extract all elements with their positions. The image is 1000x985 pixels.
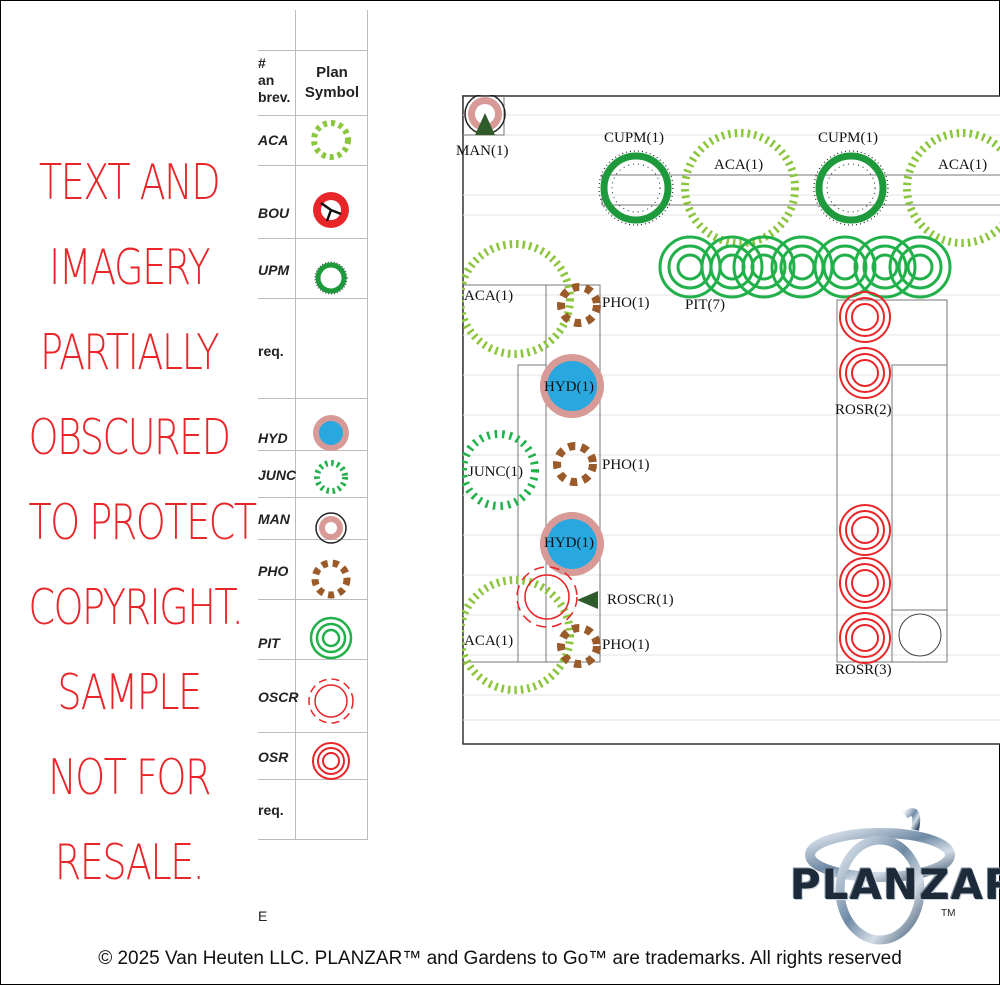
junc-symbol bbox=[462, 430, 539, 510]
legend-abbr: JUNC bbox=[258, 467, 297, 483]
legend-row-req2: req. bbox=[258, 779, 368, 840]
label-pho: PHO(1) bbox=[602, 457, 650, 473]
legend-row-bou: BOU bbox=[258, 165, 368, 239]
legend-abbr: ACA bbox=[258, 132, 289, 148]
label-aca: ACA(1) bbox=[714, 157, 764, 173]
copyright-watermark: TEXT AND IMAGERY PARTIALLY OBSCURED TO P… bbox=[28, 140, 257, 905]
legend-abbr: req. bbox=[258, 802, 284, 818]
legend-stray-text: E bbox=[258, 908, 268, 924]
legend-abbr: req. bbox=[258, 343, 284, 359]
bou-icon bbox=[313, 192, 349, 228]
header-line: Plan bbox=[316, 64, 348, 81]
planzar-logo: PLANZAR TM bbox=[785, 805, 1000, 945]
logo-text: PLANZAR bbox=[790, 860, 1000, 909]
rosr-icon bbox=[312, 742, 350, 780]
legend-abbr: BOU bbox=[258, 205, 290, 221]
header-line: # bbox=[258, 55, 266, 71]
header-line: an bbox=[258, 72, 275, 88]
watermark-line: NOT FOR bbox=[48, 749, 211, 806]
label-aca: ACA(1) bbox=[464, 288, 514, 304]
label-pho: PHO(1) bbox=[602, 295, 650, 311]
label-pho: PHO(1) bbox=[602, 637, 650, 653]
hyd-symbol bbox=[540, 354, 604, 576]
legend-abbr: PIT bbox=[258, 635, 280, 651]
hyd-icon bbox=[313, 415, 349, 451]
legend-divider bbox=[295, 10, 296, 840]
legend-row-aca: ACA bbox=[258, 115, 368, 166]
legend-row-junc: JUNC bbox=[258, 450, 368, 498]
man-symbol bbox=[464, 95, 506, 135]
roscr-icon bbox=[308, 678, 354, 724]
legend-border bbox=[367, 10, 368, 840]
watermark-line: PARTIALLY bbox=[39, 324, 220, 381]
copyright-footer: © 2025 Van Heuten LLC. PLANZAR™ and Gard… bbox=[98, 948, 902, 969]
label-hyd: HYD(1) bbox=[544, 535, 594, 551]
pho-icon bbox=[311, 559, 351, 599]
watermark-line: SAMPLE bbox=[57, 664, 202, 721]
pho-symbol bbox=[553, 283, 601, 668]
cupm-symbol bbox=[813, 150, 889, 226]
label-man: MAN(1) bbox=[456, 143, 509, 159]
pit-icon bbox=[309, 616, 353, 660]
garden-plan: MAN(1) CUPM(1) CUPM(1) ACA(1) ACA(1) ACA… bbox=[456, 95, 1000, 745]
watermark-line: RESALE. bbox=[54, 834, 205, 891]
label-pit: PIT(7) bbox=[685, 297, 725, 313]
label-roscr: ROSCR(1) bbox=[607, 592, 674, 608]
legend-row-line bbox=[258, 115, 368, 116]
legend-abbr: MAN bbox=[258, 511, 290, 527]
legend-abbr: PHO bbox=[258, 563, 289, 579]
legend-row-pit: PIT bbox=[258, 599, 368, 660]
plan-drawing bbox=[462, 95, 1000, 745]
legend-symbols bbox=[308, 120, 354, 780]
watermark-line: TEXT AND bbox=[38, 154, 221, 211]
logo-tm: TM bbox=[941, 908, 956, 919]
header-line: brev. bbox=[258, 89, 291, 105]
legend-abbr: HYD bbox=[258, 430, 288, 446]
label-rosr: ROSR(2) bbox=[835, 402, 892, 418]
legend-row-cupm: UPM bbox=[258, 238, 368, 299]
pit-symbol bbox=[658, 235, 952, 299]
legend-row-pho: PHO bbox=[258, 539, 368, 600]
legend-header-abbrev: # an brev. bbox=[258, 55, 291, 106]
header-line: Symbol bbox=[304, 84, 360, 101]
roscr-symbol bbox=[516, 566, 598, 628]
empty-plant-circle bbox=[898, 613, 942, 657]
label-aca: ACA(1) bbox=[464, 633, 514, 649]
watermark-line: TO PROTECT bbox=[28, 494, 257, 551]
cupm-icon bbox=[314, 261, 348, 295]
legend-abbr: OSR bbox=[258, 749, 289, 765]
watermark-line: COPYRIGHT. bbox=[28, 579, 243, 636]
legend-row-req: req. bbox=[258, 298, 368, 399]
legend-row-rosr: OSR bbox=[258, 732, 368, 780]
rosr-symbol bbox=[839, 291, 891, 664]
label-junc: JUNC(1) bbox=[468, 464, 523, 480]
legend-row-hyd: HYD bbox=[258, 398, 368, 451]
watermark-line: OBSCURED bbox=[28, 409, 231, 466]
legend-abbr: UPM bbox=[258, 262, 290, 278]
aca-icon bbox=[311, 120, 351, 160]
logo-emblem bbox=[805, 808, 955, 945]
cupm-symbol bbox=[598, 150, 674, 226]
junc-icon bbox=[314, 460, 348, 494]
label-cupm: CUPM(1) bbox=[818, 130, 879, 146]
legend-header-divider bbox=[258, 50, 368, 51]
legend-abbr: OSCR bbox=[258, 689, 299, 705]
legend-row-roscr: OSCR bbox=[258, 659, 368, 733]
plant-legend-table: # an brev. Plan Symbol ACA BOU UPM req. … bbox=[258, 10, 368, 840]
label-rosr: ROSR(3) bbox=[835, 662, 892, 678]
man-icon bbox=[315, 512, 347, 544]
legend-row-man: MAN bbox=[258, 497, 368, 540]
label-hyd: HYD(1) bbox=[544, 379, 594, 395]
watermark-line: IMAGERY bbox=[48, 239, 211, 296]
label-aca: ACA(1) bbox=[938, 157, 988, 173]
label-cupm: CUPM(1) bbox=[604, 130, 665, 146]
legend-header-symbol: Plan Symbol bbox=[296, 63, 368, 103]
